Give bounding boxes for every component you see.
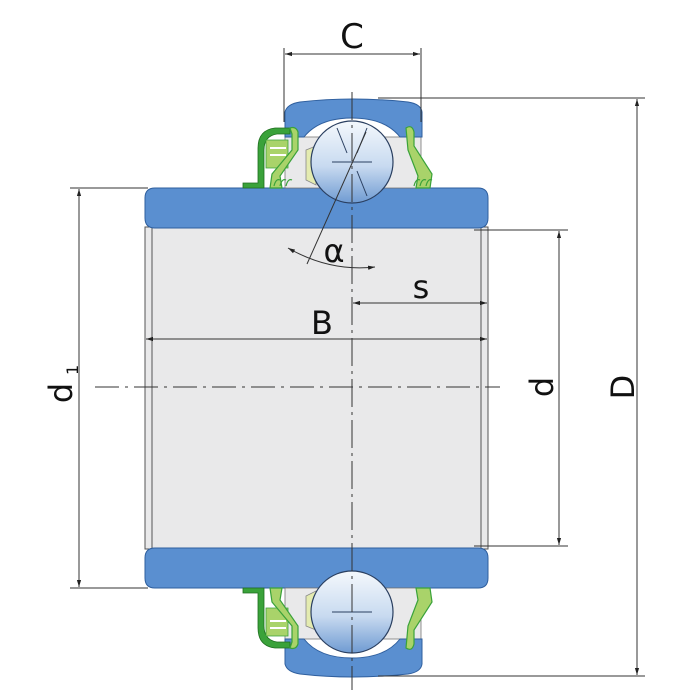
label-alpha: α	[323, 232, 344, 270]
dimension-lines	[70, 48, 645, 677]
center-lines	[95, 92, 500, 690]
outer-ring-top	[284, 98, 423, 138]
label-d-group: d	[523, 377, 561, 397]
seal-right-bottom	[405, 587, 433, 650]
label-d1-subscript: 1	[63, 365, 82, 375]
top-bearing-assembly	[242, 98, 433, 204]
seal-right-top	[405, 126, 433, 189]
label-B: B	[311, 304, 333, 342]
inner-ring-bottom	[144, 547, 489, 589]
label-d: d	[523, 377, 561, 397]
inner-ring-top	[144, 187, 489, 229]
inner-ring-body	[144, 226, 489, 550]
seal-left-bottom	[269, 587, 299, 650]
label-d1: d	[42, 383, 80, 403]
label-s: s	[413, 268, 430, 306]
label-D: D	[604, 375, 642, 400]
outer-ring-bottom	[284, 638, 423, 678]
label-C: C	[340, 17, 364, 57]
label-d1-group: d 1	[42, 365, 82, 403]
label-D-group: D	[604, 375, 642, 400]
seal-left-top	[269, 126, 299, 189]
